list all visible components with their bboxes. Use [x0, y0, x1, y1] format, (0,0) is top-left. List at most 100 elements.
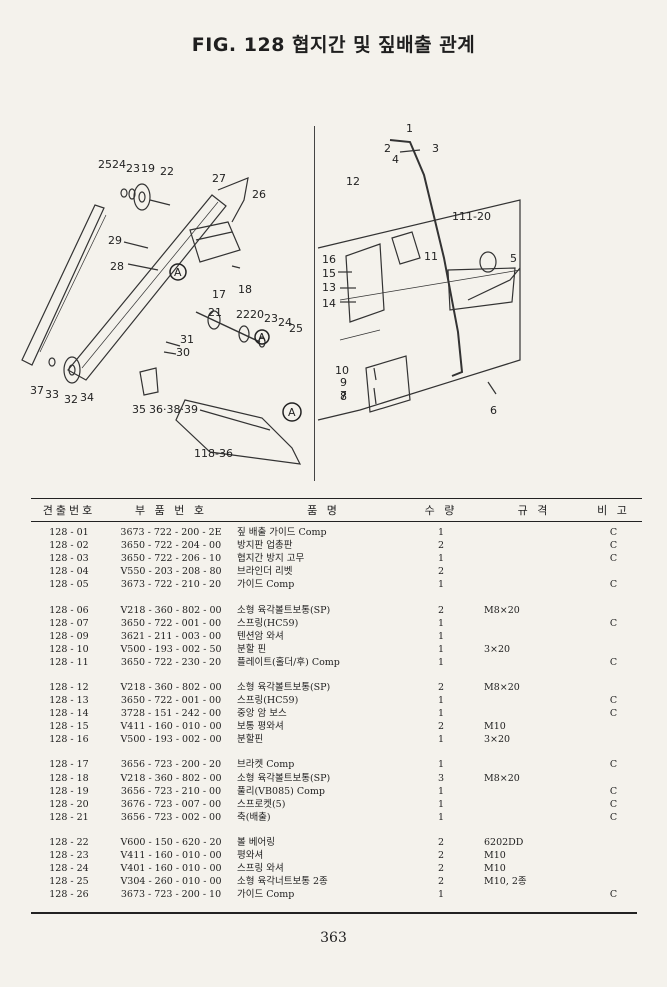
callout-32: 32 [64, 393, 78, 406]
plate [447, 267, 516, 311]
callout-9: 9 [340, 376, 347, 389]
table-header-row: 견출번호 부 품 번 호 품 명 수 량 규 격 비 고 [31, 498, 642, 522]
callout-26: 26 [252, 188, 266, 201]
cell-spec [470, 565, 585, 578]
callout-4: 4 [392, 153, 399, 166]
cell-part-name: 플레이트(홀더/후) Comp [237, 656, 340, 668]
callout-21: 21 [208, 306, 222, 319]
cell-index-no: 128 - 07 [49, 617, 89, 629]
cell-remark: C [609, 579, 618, 591]
cell-quantity: 1 [437, 617, 445, 629]
cell-spec [470, 798, 585, 811]
callout-27: 27 [212, 172, 226, 185]
frame-section [175, 399, 302, 465]
cell-part-no: V218 - 360 - 802 - 00 [120, 604, 222, 616]
callout-5: 5 [510, 252, 517, 265]
callout-111-20: 111-20 [452, 210, 491, 223]
cell-quantity: 1 [437, 579, 445, 591]
callout-29: 29 [108, 234, 122, 247]
cell-part-name: 스프링(HC59) [237, 695, 299, 707]
main-arm [67, 194, 227, 381]
cell-remark: C [609, 553, 618, 565]
cell-index-no: 128 - 19 [49, 785, 89, 797]
header-remark: 비 고 [585, 498, 642, 522]
cell-part-name: 중앙 암 보스 [237, 708, 287, 720]
callout-33: 33 [45, 388, 59, 401]
cell-remark [585, 643, 642, 656]
group-spacer [31, 824, 642, 836]
callout-37: 37 [30, 384, 44, 397]
cell-index-no: 128 - 01 [49, 527, 89, 539]
cell-part-no: V411 - 160 - 010 - 00 [120, 721, 222, 733]
header-index-no: 견출번호 [31, 498, 107, 522]
cell-part-name: 짚 배출 가이드 Comp [237, 527, 327, 539]
cell-remark [585, 681, 642, 694]
callout-23b: 23 [264, 312, 278, 325]
cell-part-name: 브라켓 Comp [237, 759, 295, 771]
cell-part-no: V550 - 203 - 208 - 80 [120, 566, 222, 578]
view-mark-a-1: A [174, 266, 182, 279]
callout-24b: 24 [278, 316, 292, 329]
cell-remark: C [609, 617, 618, 629]
cell-part-name: 풀리(VB085) Comp [237, 785, 325, 797]
cell-quantity: 1 [437, 553, 445, 565]
callout-31: 31 [180, 333, 194, 346]
cell-remark [585, 565, 642, 578]
cell-index-no: 128 - 18 [49, 772, 89, 784]
cell-part-no: 3656 - 723 - 200 - 20 [120, 759, 222, 771]
cell-index-no: 128 - 21 [49, 811, 89, 823]
cell-remark: C [609, 540, 618, 552]
cell-spec [470, 694, 585, 707]
cell-part-no: 3673 - 723 - 200 - 10 [120, 889, 222, 901]
callout-6: 6 [490, 404, 497, 417]
callout-18: 18 [238, 283, 252, 296]
cell-spec [470, 707, 585, 720]
callout-25b: 25 [289, 322, 303, 335]
view-mark-a-2: A [258, 331, 266, 344]
callout-1: 1 [406, 122, 413, 135]
cell-spec: M10, 2종 [484, 876, 527, 888]
cell-spec [470, 785, 585, 798]
callout-10: 10 [335, 364, 349, 377]
cell-part-name: 텐션암 와셔 [237, 630, 284, 642]
cell-part-no: V600 - 150 - 620 - 20 [120, 836, 222, 848]
cell-quantity: 1 [437, 798, 445, 810]
cell-part-name: 소형 육각볼트보통(SP) [237, 604, 331, 616]
header-spec: 규 격 [470, 498, 585, 522]
cell-index-no: 128 - 16 [49, 734, 89, 746]
callout-12: 12 [346, 175, 360, 188]
callout-20: 20 [250, 308, 264, 321]
cell-part-no: 3650 - 722 - 204 - 00 [120, 540, 222, 552]
cell-part-name: 분할 핀 [237, 643, 267, 655]
callout-30: 30 [176, 346, 190, 359]
callout-28: 28 [110, 260, 124, 273]
cell-quantity: 2 [437, 876, 445, 888]
cell-spec: 6202DD [484, 836, 524, 848]
cell-part-no: 3621 - 211 - 003 - 00 [120, 630, 222, 642]
cell-quantity: 1 [437, 889, 445, 901]
cell-quantity: 2 [437, 850, 445, 862]
cell-index-no: 128 - 23 [49, 850, 89, 862]
bracket [189, 221, 241, 263]
cell-quantity: 2 [437, 566, 445, 578]
cell-remark [585, 720, 642, 733]
cell-part-name: 소형 육각볼트보통(SP) [237, 772, 331, 784]
callout-2: 2 [384, 142, 391, 155]
cell-part-name: 가이드 Comp [237, 889, 295, 901]
cell-remark [585, 849, 642, 862]
straw-guide-rod [389, 139, 464, 377]
cell-part-no: V218 - 360 - 802 - 00 [120, 772, 222, 784]
cell-spec: M10 [484, 721, 506, 733]
cell-spec: 3×20 [484, 734, 511, 746]
callout-3: 3 [432, 142, 439, 155]
